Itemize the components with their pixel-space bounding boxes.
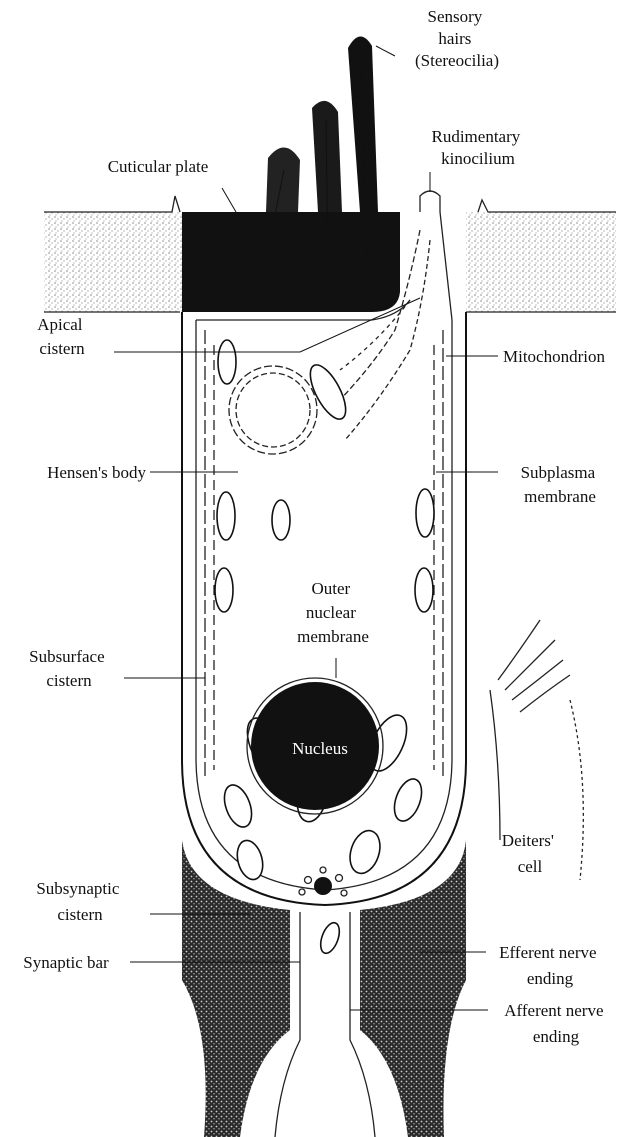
label-efferent-nerve-ending: Efferent nerve ending bbox=[499, 943, 601, 988]
label-deiters-cell: Deiters' cell bbox=[502, 831, 558, 876]
mito bbox=[415, 568, 433, 612]
label-subsurface-cistern: Subsurface cistern bbox=[29, 647, 109, 690]
mito bbox=[218, 340, 236, 384]
label-outer-nuclear-membrane: Outer nuclear membrane bbox=[297, 579, 369, 646]
label-sensory-hairs: Sensory hairs (Stereocilia) bbox=[415, 7, 499, 70]
mito bbox=[389, 775, 427, 825]
mito bbox=[303, 360, 352, 424]
efferent-nerve-ending-right bbox=[360, 840, 466, 1137]
stereocilium-short bbox=[266, 147, 300, 212]
mito bbox=[416, 489, 434, 537]
synaptic-vesicle-cluster bbox=[299, 867, 347, 896]
kinocilium bbox=[420, 191, 440, 212]
label-nucleus: Nucleus bbox=[292, 739, 348, 758]
hensens-body bbox=[229, 366, 317, 454]
mito bbox=[217, 492, 235, 540]
label-hensens-body: Hensen's body bbox=[47, 463, 146, 482]
mito bbox=[215, 568, 233, 612]
label-synaptic-bar: Synaptic bar bbox=[23, 953, 109, 972]
mito bbox=[345, 827, 385, 877]
leader-cuticular-plate bbox=[222, 188, 236, 212]
label-mitochondrion: Mitochondrion bbox=[503, 347, 605, 366]
label-subsynaptic-cistern: Subsynaptic cistern bbox=[36, 879, 123, 924]
label-cuticular-plate: Cuticular plate bbox=[108, 157, 209, 176]
lamina-right-block bbox=[466, 212, 616, 312]
label-apical-cistern: Apical cistern bbox=[37, 315, 87, 358]
leader-sensory-hairs bbox=[376, 46, 395, 56]
mito bbox=[272, 500, 290, 540]
mito bbox=[219, 781, 257, 831]
afferent-mito bbox=[317, 920, 343, 956]
leader-lines bbox=[114, 46, 498, 1010]
label-afferent-nerve-ending: Afferent nerve ending bbox=[504, 1001, 608, 1046]
lamina-left-block bbox=[44, 212, 184, 312]
label-subplasma-membrane: Subplasma membrane bbox=[521, 463, 600, 506]
efferent-nerve-ending-left bbox=[182, 840, 290, 1137]
cuticular-plate bbox=[182, 212, 400, 312]
label-rudimentary-kinocilium: Rudimentary kinocilium bbox=[431, 127, 524, 168]
